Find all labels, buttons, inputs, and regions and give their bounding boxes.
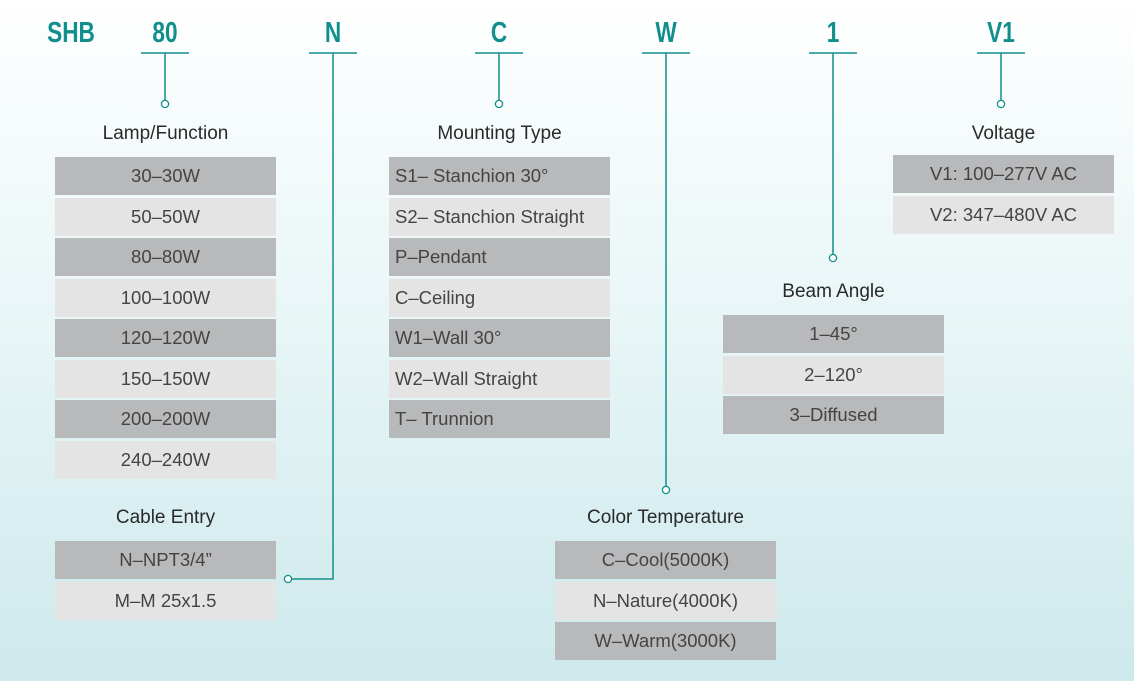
node-cable bbox=[283, 574, 293, 584]
code-color: W bbox=[655, 17, 677, 49]
mounting-type-table: S1– Stanchion 30° S2– Stanchion Straight… bbox=[389, 157, 610, 441]
code-mounting: C bbox=[490, 17, 508, 49]
node-voltage bbox=[996, 99, 1006, 109]
lamp-function-option: 150–150W bbox=[55, 359, 276, 398]
beam-angle-option: 3–Diffused bbox=[723, 396, 944, 434]
mounting-type-option: W2–Wall Straight bbox=[389, 359, 610, 398]
voltage-option: V1: 100–277V AC bbox=[893, 155, 1114, 193]
lamp-function-option: 200–200W bbox=[55, 400, 276, 438]
lamp-function-option: 100–100W bbox=[55, 278, 276, 317]
beam-angle-option: 1–45° bbox=[723, 315, 944, 353]
cable-entry-title: Cable Entry bbox=[115, 507, 216, 528]
beam-angle-table: 1–45° 2–120° 3–Diffused bbox=[723, 315, 944, 437]
cable-entry-option: M–M 25x1.5 bbox=[55, 581, 276, 620]
lamp-function-option: 50–50W bbox=[55, 197, 276, 236]
node-lamp bbox=[160, 99, 170, 109]
voltage-title: Voltage bbox=[971, 123, 1036, 144]
lamp-function-table: 30–30W 50–50W 80–80W 100–100W 120–120W 1… bbox=[55, 157, 276, 481]
mounting-type-option: T– Trunnion bbox=[389, 400, 610, 438]
code-lamp: 80 bbox=[152, 17, 178, 49]
mounting-type-title: Mounting Type bbox=[437, 123, 562, 144]
lamp-function-option: 80–80W bbox=[55, 238, 276, 276]
node-color bbox=[661, 485, 671, 495]
lamp-function-option: 120–120W bbox=[55, 319, 276, 357]
voltage-option: V2: 347–480V AC bbox=[893, 195, 1114, 234]
cable-entry-option: N–NPT3/4” bbox=[55, 541, 276, 579]
beam-angle-title: Beam Angle bbox=[782, 281, 885, 302]
code-series: SHB bbox=[47, 17, 95, 49]
lamp-function-option: 240–240W bbox=[55, 440, 276, 479]
lamp-function-title: Lamp/Function bbox=[102, 123, 229, 144]
code-voltage: V1 bbox=[987, 17, 1015, 49]
leader-cable bbox=[292, 53, 334, 580]
code-beam: 1 bbox=[826, 17, 840, 49]
voltage-table: V1: 100–277V AC V2: 347–480V AC bbox=[893, 155, 1114, 236]
lamp-function-option: 30–30W bbox=[55, 157, 276, 195]
mounting-type-option: S1– Stanchion 30° bbox=[389, 157, 610, 195]
node-mounting bbox=[494, 99, 504, 109]
code-cable: N bbox=[324, 17, 342, 49]
mounting-type-option: P–Pendant bbox=[389, 238, 610, 276]
color-temperature-option: N–Nature(4000K) bbox=[555, 581, 776, 620]
color-temperature-option: W–Warm(3000K) bbox=[555, 622, 776, 660]
mounting-type-option: W1–Wall 30° bbox=[389, 319, 610, 357]
mounting-type-option: C–Ceiling bbox=[389, 278, 610, 317]
node-beam bbox=[828, 253, 838, 263]
color-temperature-table: C–Cool(5000K) N–Nature(4000K) W–Warm(300… bbox=[555, 541, 776, 663]
cable-entry-table: N–NPT3/4” M–M 25x1.5 bbox=[55, 541, 276, 622]
color-temperature-option: C–Cool(5000K) bbox=[555, 541, 776, 579]
beam-angle-option: 2–120° bbox=[723, 355, 944, 394]
mounting-type-option: S2– Stanchion Straight bbox=[389, 197, 610, 236]
color-temperature-title: Color Temperature bbox=[586, 507, 744, 528]
